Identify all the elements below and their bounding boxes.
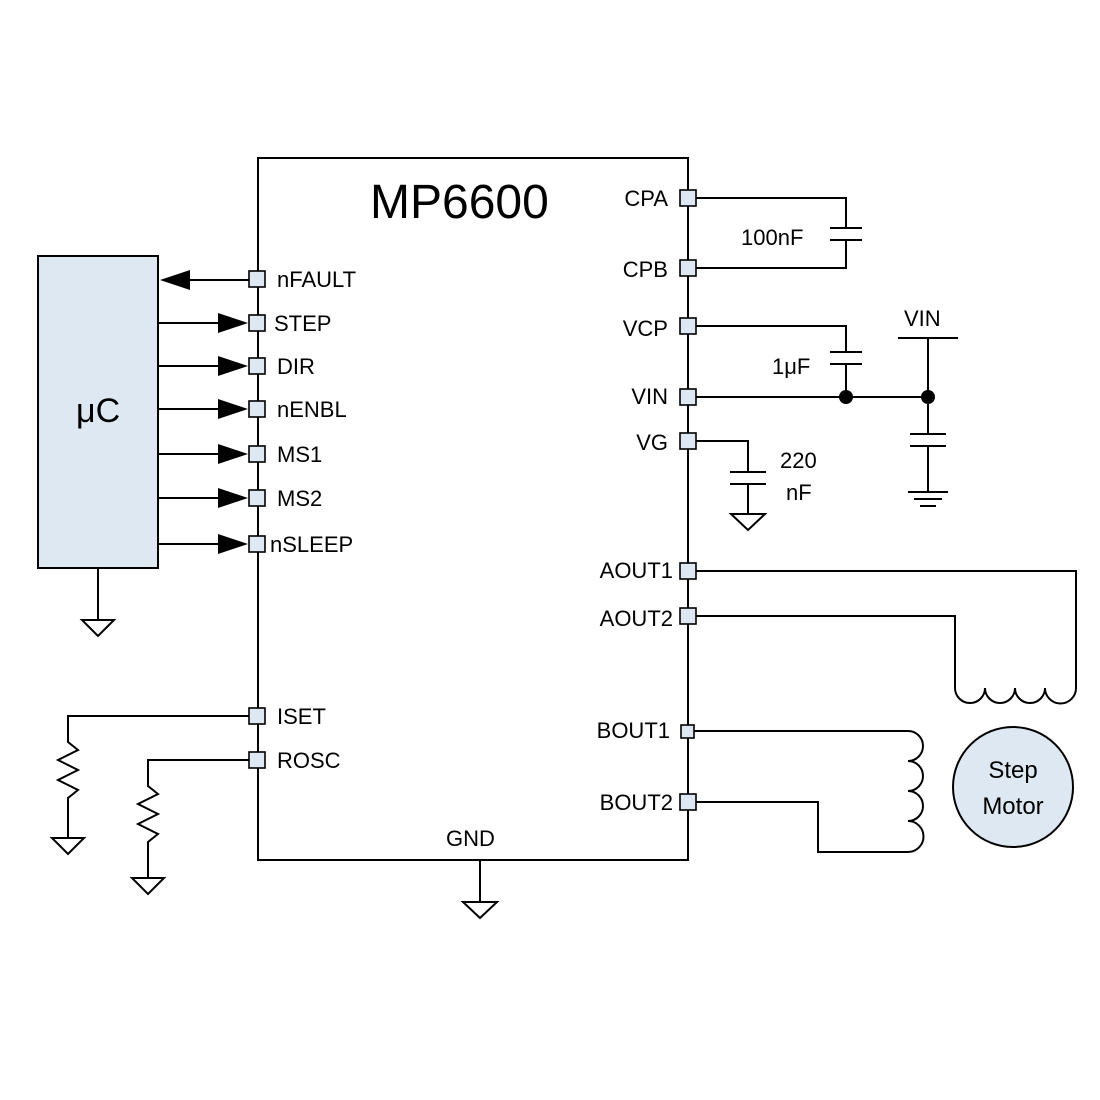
cap-1uf-label: 1μF [772, 354, 810, 379]
pin-vcp [679, 317, 697, 335]
chip-title: MP6600 [370, 176, 549, 229]
cap-220nf-symbol [688, 440, 768, 532]
pin-cpa [679, 189, 697, 207]
ms1-signal-line [158, 444, 248, 464]
pin-nsleep [248, 535, 266, 553]
nenbl-signal-line [158, 399, 248, 419]
microcontroller-ground-symbol [79, 568, 117, 638]
ms2-signal-line [158, 488, 248, 508]
rosc-resistor [129, 759, 249, 896]
cap-220nf-label-line2: nF [786, 480, 812, 505]
step-motor-label-line1: Step [988, 757, 1037, 784]
cap-100nf-label: 100nF [741, 225, 803, 250]
pin-aout2 [679, 607, 697, 625]
pin-ms1 [248, 445, 266, 463]
pin-aout1 [679, 562, 697, 580]
pin-vin [679, 388, 697, 406]
dir-signal-line [158, 356, 248, 376]
pin-label-aout2: AOUT2 [600, 606, 673, 631]
chip-body [257, 157, 689, 861]
pin-label-vin: VIN [631, 384, 668, 409]
pin-label-bout1: BOUT1 [597, 718, 670, 743]
pin-rosc [248, 751, 266, 769]
cap-100nf-symbol [688, 197, 862, 269]
cap-1uf-symbol [688, 325, 862, 397]
step-motor-symbol [952, 726, 1074, 848]
pin-step [248, 314, 266, 332]
pin-bout2 [679, 793, 697, 811]
pin-label-vcp: VCP [623, 316, 668, 341]
pin-label-iset: ISET [277, 704, 326, 729]
pin-label-gnd: GND [446, 826, 495, 851]
coil-a [688, 570, 1077, 705]
pin-label-dir: DIR [277, 354, 315, 379]
pin-iset [248, 707, 266, 725]
vin-supply-net [688, 337, 958, 507]
vin-supply-label: VIN [904, 306, 941, 331]
pin-label-nsleep: nSLEEP [270, 532, 353, 557]
step-motor-label-line2: Motor [982, 793, 1043, 820]
pin-label-nfault: nFAULT [277, 267, 356, 292]
pin-label-vg: VG [636, 430, 668, 455]
coil-b [688, 730, 925, 853]
pin-label-step: STEP [274, 311, 331, 336]
microcontroller-block [37, 255, 159, 569]
pin-label-aout1: AOUT1 [600, 558, 673, 583]
pin-bout1 [680, 724, 695, 739]
pin-label-bout2: BOUT2 [600, 790, 673, 815]
step-signal-line [158, 313, 248, 333]
iset-resistor [49, 715, 249, 856]
pin-nenbl [248, 400, 266, 418]
chip-ground-symbol [460, 860, 500, 920]
pin-label-nenbl: nENBL [277, 397, 347, 422]
pin-dir [248, 357, 266, 375]
pin-label-rosc: ROSC [277, 748, 341, 773]
pin-label-ms1: MS1 [277, 442, 322, 467]
microcontroller-label: μC [76, 392, 120, 430]
pin-label-cpb: CPB [623, 257, 668, 282]
nsleep-signal-line [158, 534, 248, 554]
pin-vg [679, 432, 697, 450]
pin-label-ms2: MS2 [277, 486, 322, 511]
pin-label-cpa: CPA [624, 186, 668, 211]
pin-nfault [248, 270, 266, 288]
nfault-signal-line [160, 270, 256, 290]
pin-cpb [679, 259, 697, 277]
cap-220nf-label-line1: 220 [780, 448, 817, 473]
pin-ms2 [248, 489, 266, 507]
